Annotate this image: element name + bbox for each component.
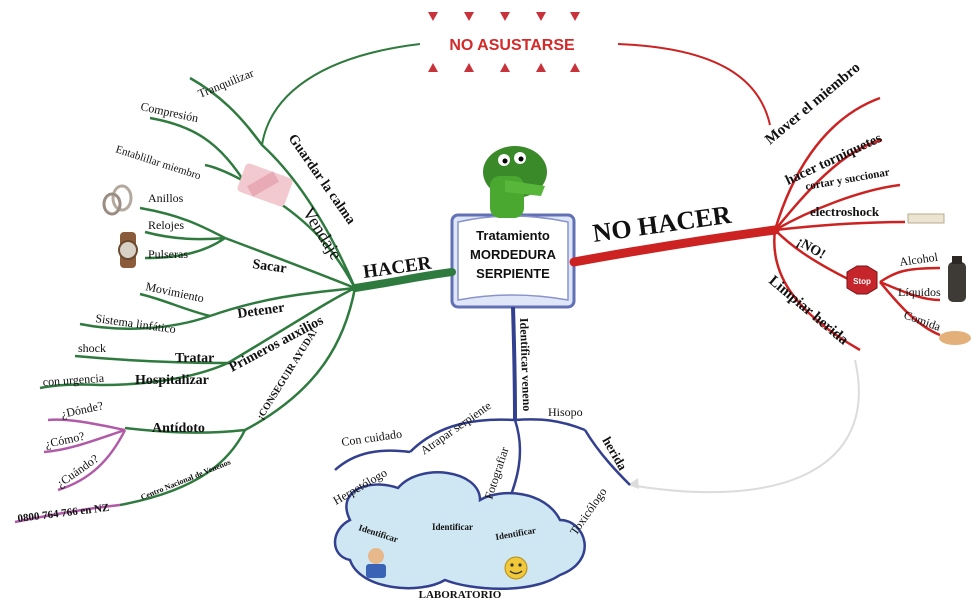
electroshock-icon [907,213,945,224]
herida-label: herida [599,434,630,473]
no-asustarse-right-branch [617,43,771,126]
center-line1: Tratamiento [476,228,550,243]
hospitalizar-label: Hospitalizar [135,373,209,388]
tranquilizar-label: Tranquilizar [196,66,256,101]
liquidos-label: Líquidos [898,285,941,299]
identificar-main-branch [511,306,517,421]
detener-label: Detener [236,301,285,322]
no-hacer-branches [773,96,941,352]
herida-link-arrow [628,478,639,489]
hacer-main-branch [351,268,456,292]
stop-icon: Stop [846,265,878,295]
identificar-title: Identificar veneno [517,318,534,412]
pregunta-branches [14,418,127,524]
movimiento-label: Movimiento [144,279,205,305]
limpiar-label: Limpiar herida [765,273,851,349]
identificar-2-label: Identificar [432,522,473,532]
electroshock-label: electroshock [810,204,880,219]
rings-icon [102,184,133,216]
hacer-branches [39,76,357,507]
urgencia-label: con urgencia [42,371,105,389]
herida-link [629,359,860,494]
person-icon [366,548,386,578]
telefono-label: 0800 764 766 en NZ [17,502,110,525]
snake-icon [483,146,547,218]
toxicologo-label: Toxicólogo [567,485,610,538]
bandage-icon [237,163,293,207]
alcohol-label: Alcohol [898,250,939,269]
relojes-label: Relojes [148,218,184,232]
smiley-icon [504,556,528,580]
stop-label: Stop [853,277,871,286]
sacar-label: Sacar [251,257,287,277]
tratar-label: Tratar [175,351,214,366]
center-line3: SERPIENTE [476,266,550,281]
pulseras-label: Pulseras [148,247,188,261]
center-line2: MORDEDURA [470,247,557,262]
no-asustarse-left-branch [249,43,421,148]
centro-label: Centro Nacional de Venenos [139,458,231,502]
no-asustarse-title: NO ASUSTARSE [449,37,575,54]
comida-label: Comida [902,308,943,334]
entablillar-label: Entablillar miembro [114,143,203,182]
identificar-branches [334,418,631,521]
laboratorio-label: LABORATORIO [419,589,502,601]
anillos-label: Anillos [148,191,184,205]
donde-label: ¿Dónde? [60,398,105,421]
bottle-icon [948,256,966,302]
mover-label: Mover el miembro [762,60,863,148]
no-hacer-main-branch [569,225,780,267]
hisopo-label: Hisopo [548,405,583,419]
no-asustarse-arrows-icon [428,12,580,72]
shock-label: shock [78,341,106,355]
antidoto-label: Antídoto [152,421,205,436]
cuidado-label: Con cuidado [340,427,402,449]
watch-icon [118,232,138,268]
food-icon [939,331,971,345]
atrapar-label: Atrapar serpiente [418,398,494,457]
sistema-label: Sistema linfático [95,311,177,336]
